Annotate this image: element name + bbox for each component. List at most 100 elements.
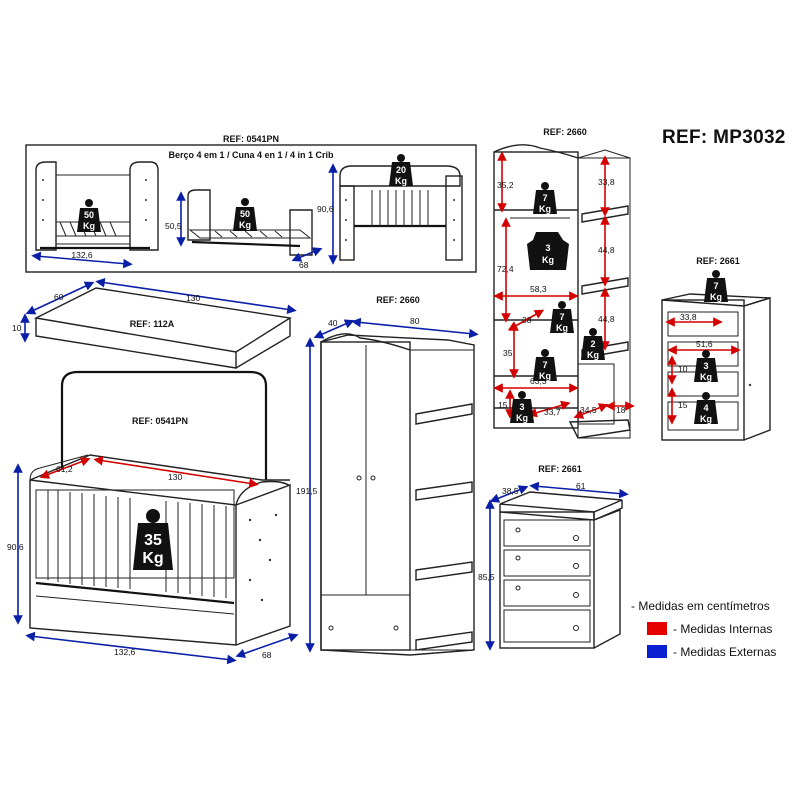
- wi-mid-side-label: 44,8: [598, 314, 615, 324]
- legend-units-text: - Medidas em centímetros: [631, 598, 770, 613]
- weight-badge-di-3: 4 Kg: [694, 392, 718, 424]
- crib-main-depth-label: 68: [262, 650, 272, 660]
- weight-badge-wi-4: 2 Kg: [581, 328, 605, 360]
- dresser-ref: REF: 2661: [538, 464, 582, 474]
- wardrobe-depth-dimension-line: [313, 319, 355, 339]
- wi-hang-side-label: 44,8: [598, 245, 615, 255]
- wardrobe-interior-ref: REF: 2660: [543, 127, 587, 137]
- wardrobe-depth-label: 40: [328, 318, 338, 328]
- crib-configurations-panel: REF: 0541PN Berço 4 em 1 / Cuna 4 en 1 /…: [25, 134, 477, 273]
- crib-main-drawing: REF: 0541PN: [29, 370, 291, 646]
- wardrobe-width-label: 80: [410, 316, 420, 326]
- weight-badge-wi-5-unit: Kg: [539, 371, 551, 381]
- legend-external-swatch: [647, 645, 667, 658]
- weight-badge-crib-config-3-unit: Kg: [395, 176, 407, 186]
- dresser-width-dimension-line: [529, 481, 629, 499]
- crib-main-inner-depth-dimension-line: [39, 457, 91, 479]
- weight-badge-di-1-unit: Kg: [710, 292, 722, 302]
- wi-side-depth-label: 34,5: [580, 405, 597, 415]
- weight-badge-wi-2-value: 3: [545, 243, 550, 253]
- wi-hang-width-label: 58,3: [530, 284, 547, 294]
- weight-badge-wi-6: 3 Kg: [510, 391, 534, 423]
- crib-main-depth-dimension-line: [235, 633, 299, 658]
- mattress-drawing: REF: 112A 60 130 10: [12, 277, 297, 369]
- weight-badge-wi-5: 7 Kg: [533, 349, 557, 381]
- weight-badge-crib-config-2-unit: Kg: [239, 220, 251, 230]
- mattress-height-label: 10: [12, 323, 22, 333]
- mattress-ref: REF: 112A: [130, 319, 175, 329]
- crib-config-2-drawing: [187, 189, 313, 256]
- weight-badge-crib-config-1-unit: Kg: [83, 221, 95, 231]
- wi-hang-height-label: 72,4: [497, 264, 514, 274]
- wi-drawer-depth-label: 33,7: [544, 407, 561, 417]
- crib-main-ref: REF: 0541PN: [132, 416, 188, 426]
- legend: - Medidas em centímetros - Medidas Inter…: [631, 594, 776, 663]
- wardrobe-height-label: 191,5: [296, 486, 318, 496]
- wardrobe-width-dimension-line: [351, 317, 479, 339]
- dresser-height-label: 85,5: [478, 572, 495, 582]
- crib-main-inner-depth-label: 61,2: [56, 464, 73, 474]
- crib-panel-subtitle: Berço 4 em 1 / Cuna 4 en 1 / 4 in 1 Crib: [168, 150, 334, 160]
- weight-badge-crib-config-3-value: 20: [396, 165, 406, 175]
- weight-badge-wi-5-value: 7: [542, 360, 547, 370]
- legend-units-row: - Medidas em centímetros: [631, 594, 776, 617]
- wi-lower-height-label: 35: [503, 348, 513, 358]
- mattress-width-label: 130: [186, 293, 200, 303]
- crib-config-depth-dimension-line: [291, 247, 323, 262]
- weight-badge-wi-4-unit: Kg: [587, 350, 599, 360]
- weight-badge-wi-3-unit: Kg: [556, 323, 568, 333]
- crib-config-3-drawing: [339, 165, 463, 261]
- weight-badge-wi-4-value: 2: [590, 339, 595, 349]
- crib-config-height-label: 50,5: [165, 221, 182, 231]
- dresser-interior-ref: REF: 2661: [696, 256, 740, 266]
- weight-badge-wi-6-unit: Kg: [516, 413, 528, 423]
- weight-badge-di-2-unit: Kg: [700, 372, 712, 382]
- dresser-depth-label: 38,5: [502, 486, 519, 496]
- weight-badge-crib-config-3: 20 Kg: [389, 154, 413, 186]
- wardrobe-interior-drawing: REF: 2660: [493, 127, 631, 439]
- crib-main-height-label: 90,6: [7, 542, 24, 552]
- mattress-depth-dimension-line: [25, 281, 95, 315]
- crib-config-tall-label: 90,6: [317, 204, 334, 214]
- weight-badge-wi-2-unit: Kg: [542, 255, 554, 265]
- weight-badge-crib-config-1: 50 Kg: [77, 199, 101, 232]
- wi-shelf-top-label: 33,8: [598, 177, 615, 187]
- wardrobe-drawing: REF: 2660: [320, 295, 475, 656]
- legend-internal-text: - Medidas Internas: [673, 621, 773, 636]
- wi-drawer-depth-dimension-line: [527, 400, 571, 418]
- weight-badge-crib-config-2-value: 50: [240, 209, 250, 219]
- wi-side-width-label: 18: [616, 405, 626, 415]
- weight-badge-di-2-value: 3: [703, 361, 708, 371]
- weight-badge-wi-3: 7 Kg: [550, 301, 574, 333]
- crib-config-1-drawing: [35, 161, 159, 251]
- dresser-depth-dimension-line: [489, 485, 529, 503]
- mattress-depth-label: 60: [54, 292, 64, 302]
- di-top-width-label: 33,8: [680, 312, 697, 322]
- weight-badge-di-3-value: 4: [703, 403, 708, 413]
- dresser-width-label: 61: [576, 481, 586, 491]
- weight-badge-wi-1-value: 7: [542, 193, 547, 203]
- legend-internal-swatch: [647, 622, 667, 635]
- weight-badge-crib-config-2: 50 Kg: [233, 198, 257, 231]
- legend-internal-row: - Medidas Internas: [631, 617, 776, 640]
- di-d3-height-label: 10: [678, 364, 688, 374]
- crib-main-width-dimension-line: [25, 631, 237, 665]
- mattress-width-dimension-line: [95, 277, 297, 315]
- crib-panel-ref: REF: 0541PN: [223, 134, 279, 144]
- di-mid-width-label: 51,6: [696, 339, 713, 349]
- wi-side-depth-dimension-line: [573, 403, 609, 419]
- di-d4-height-label: 15: [678, 400, 688, 410]
- crib-config-depth-label: 68: [299, 260, 309, 270]
- weight-badge-di-1: 7 Kg: [704, 270, 728, 302]
- weight-badge-crib-main-unit: Kg: [142, 550, 163, 567]
- weight-badge-wi-2-hanger: 3 Kg: [527, 232, 569, 270]
- weight-badge-di-1-value: 7: [713, 281, 718, 291]
- weight-badge-crib-config-1-value: 50: [84, 210, 94, 220]
- weight-badge-crib-main-value: 35: [144, 532, 162, 549]
- crib-panel-frame: [25, 144, 477, 273]
- weight-badge-wi-1-unit: Kg: [539, 204, 551, 214]
- wi-drawer-height-label: 15: [498, 400, 508, 410]
- weight-badge-wi-3-value: 7: [559, 312, 564, 322]
- weight-badge-di-3-unit: Kg: [700, 414, 712, 424]
